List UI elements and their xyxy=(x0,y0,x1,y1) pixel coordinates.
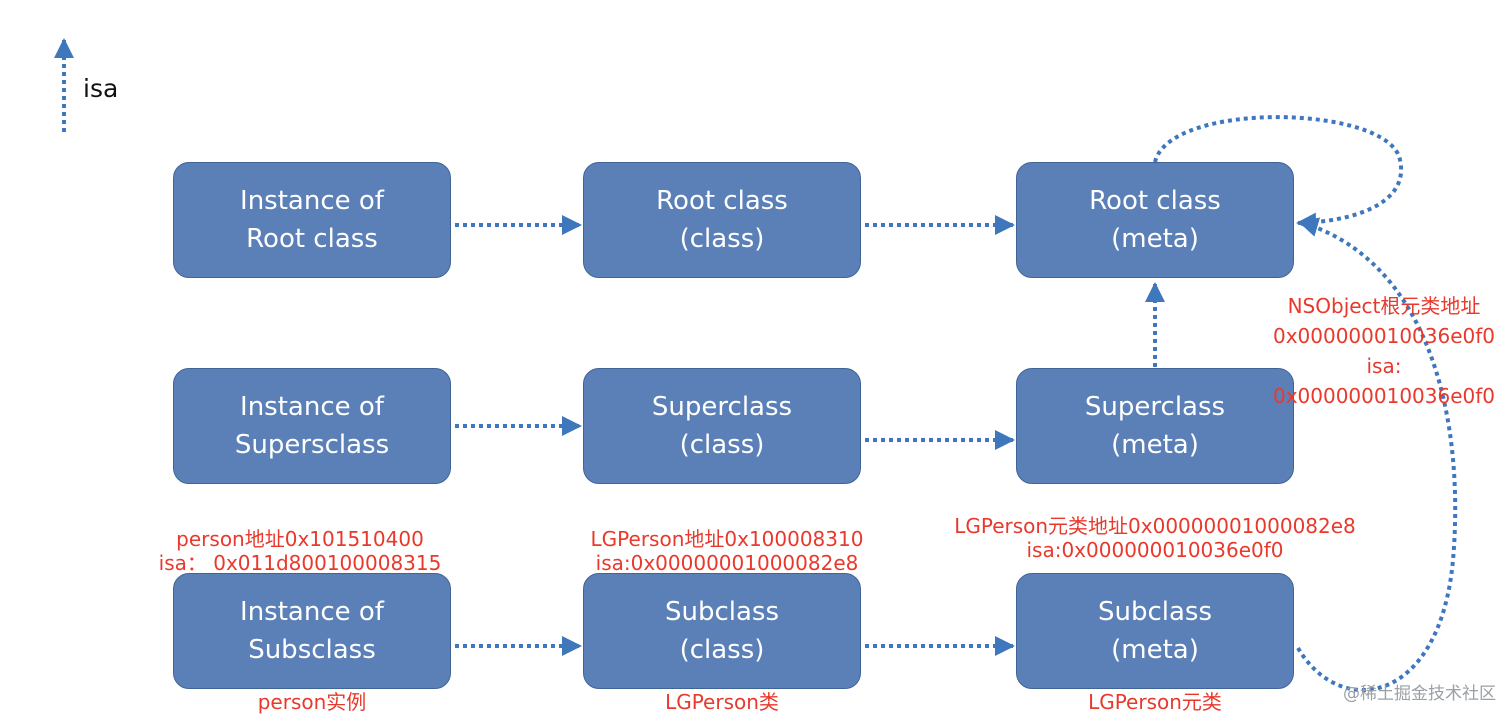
annotation-line: LGPerson地址0x100008310 xyxy=(590,527,864,551)
box-subclass-meta: Subclass (meta) xyxy=(1016,573,1294,689)
box-line: (class) xyxy=(679,635,765,665)
annotation-lgperson-meta-address: LGPerson元类地址0x00000001000082e8 isa:0x000… xyxy=(930,514,1380,562)
box-line: Superclass xyxy=(651,392,793,422)
annotation-person-address: person地址0x101510400 isa： 0x011d800100008… xyxy=(140,527,460,575)
annotation-lgperson-meta: LGPerson元类 xyxy=(1088,690,1222,714)
box-line: Root class xyxy=(246,224,378,254)
annotation-lgperson-class: LGPerson类 xyxy=(665,690,779,714)
watermark: @稀土掘金技术社区 xyxy=(1343,684,1496,704)
box-subclass-class: Subclass (class) xyxy=(583,573,861,689)
box-superclass-class: Superclass (class) xyxy=(583,368,861,484)
box-line: Supersclass xyxy=(234,430,390,460)
box-line: (meta) xyxy=(1111,224,1199,254)
legend-isa-label: isa xyxy=(83,74,119,103)
box-line: Subclass xyxy=(1097,597,1213,627)
annotation-line: LGPerson元类地址0x00000001000082e8 xyxy=(954,514,1356,538)
annotation-line: isa:0x000000010036e0f0 xyxy=(1026,538,1284,562)
box-line: (class) xyxy=(679,430,765,460)
box-instance-of-superclass: Instance of Supersclass xyxy=(173,368,451,484)
box-root-class-meta: Root class (meta) xyxy=(1016,162,1294,278)
box-line: Instance of xyxy=(240,392,384,422)
box-line: (meta) xyxy=(1111,430,1199,460)
annotation-line: 0x000000010036e0f0 xyxy=(1272,384,1496,408)
annotation-person-instance: person实例 xyxy=(257,690,367,714)
box-line: (class) xyxy=(679,224,765,254)
annotation-line: isa:0x00000001000082e8 xyxy=(595,551,859,575)
box-line: Root class xyxy=(656,186,788,216)
annotation-line: isa： 0x011d800100008315 xyxy=(158,551,442,575)
box-line: Subclass xyxy=(664,597,780,627)
box-root-class-class: Root class (class) xyxy=(583,162,861,278)
box-line: Instance of xyxy=(240,186,384,216)
annotation-line: NSObject根元类地址 xyxy=(1287,294,1481,318)
annotation-lgperson-address: LGPerson地址0x100008310 isa:0x000000010000… xyxy=(567,527,887,575)
box-line: Superclass xyxy=(1084,392,1226,422)
annotation-line: isa: xyxy=(1366,354,1402,378)
annotation-nsobject-root-meta: NSObject根元类地址 0x000000010036e0f0 isa: 0x… xyxy=(1268,291,1500,411)
annotation-line: person地址0x101510400 xyxy=(176,527,424,551)
box-instance-of-subclass: Instance of Subsclass xyxy=(173,573,451,689)
box-instance-of-root-class: Instance of Root class xyxy=(173,162,451,278)
box-superclass-meta: Superclass (meta) xyxy=(1016,368,1294,484)
box-line: Root class xyxy=(1089,186,1221,216)
box-line: Instance of xyxy=(240,597,384,627)
box-line: (meta) xyxy=(1111,635,1199,665)
annotation-line: 0x000000010036e0f0 xyxy=(1272,324,1496,348)
box-line: Subsclass xyxy=(248,635,376,665)
